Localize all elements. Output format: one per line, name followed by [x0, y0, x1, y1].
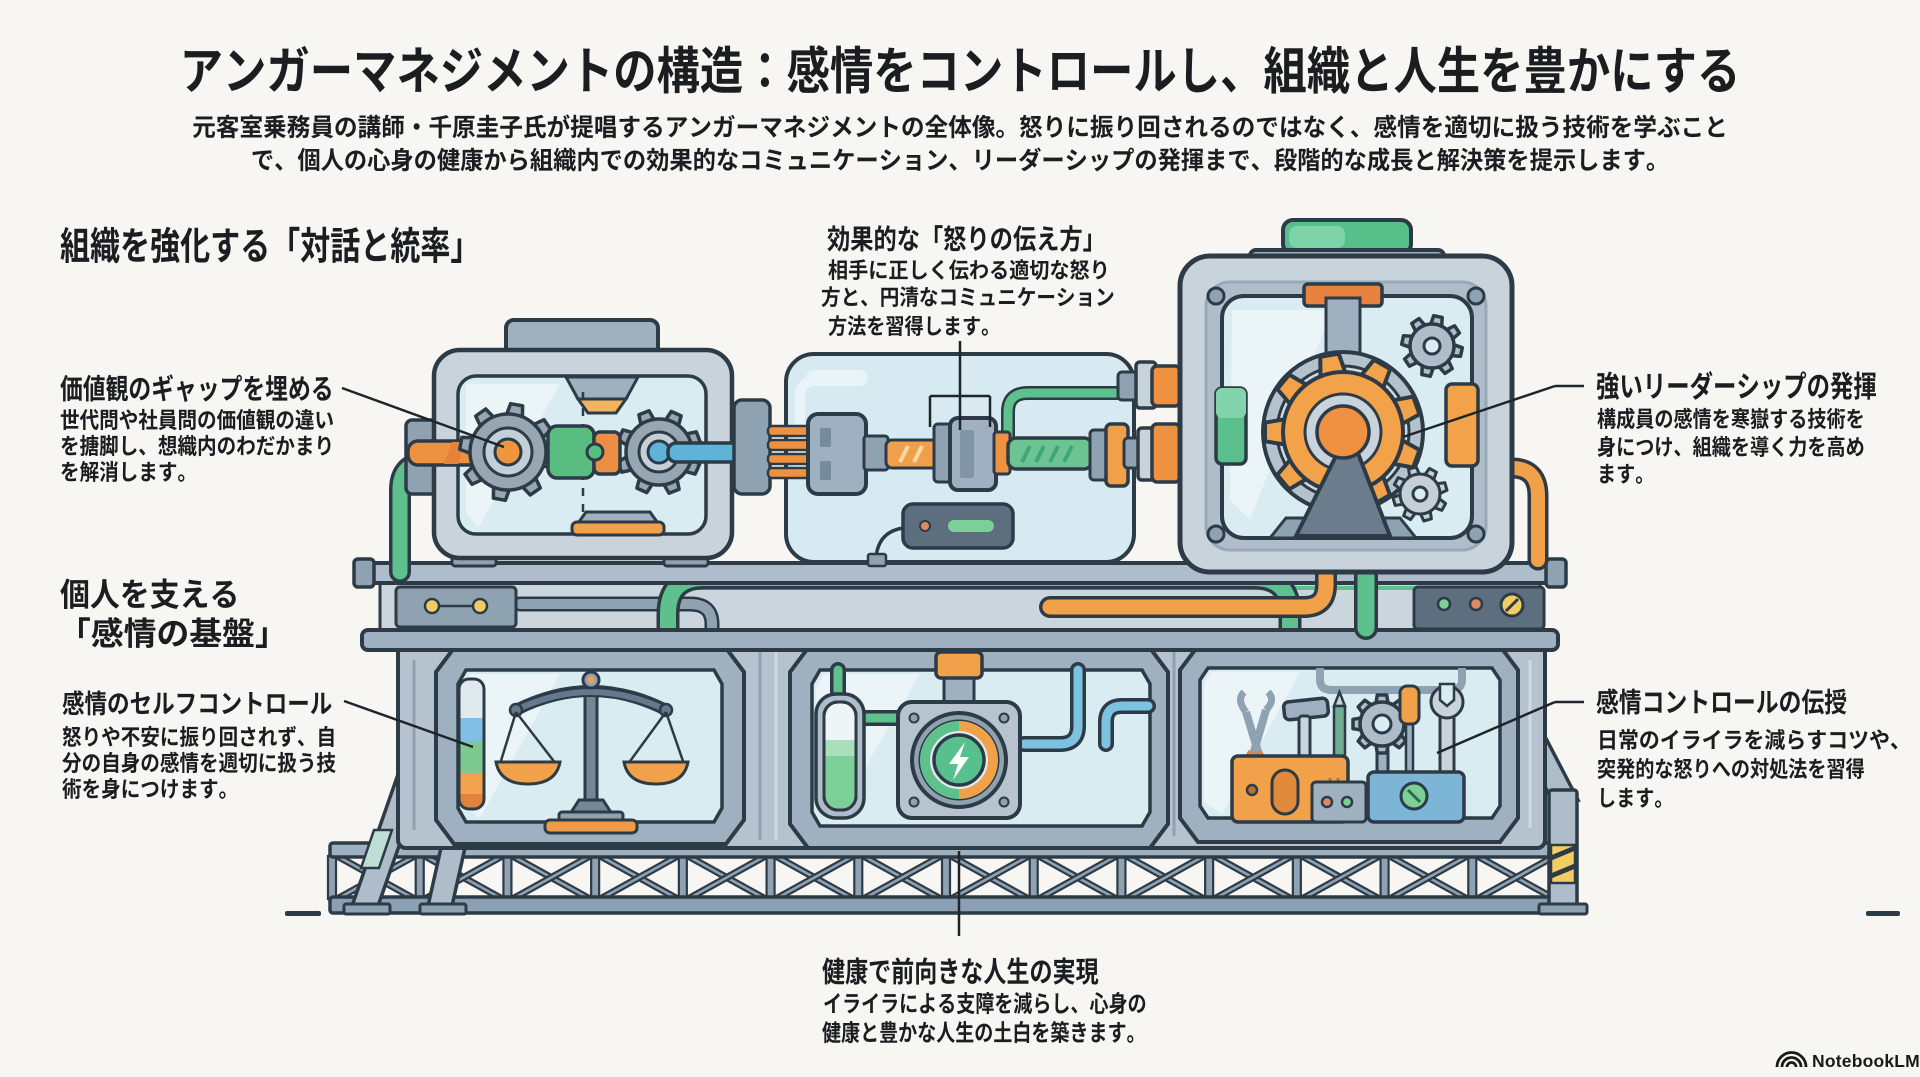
- svg-text:NotebookLM: NotebookLM: [1812, 1051, 1920, 1071]
